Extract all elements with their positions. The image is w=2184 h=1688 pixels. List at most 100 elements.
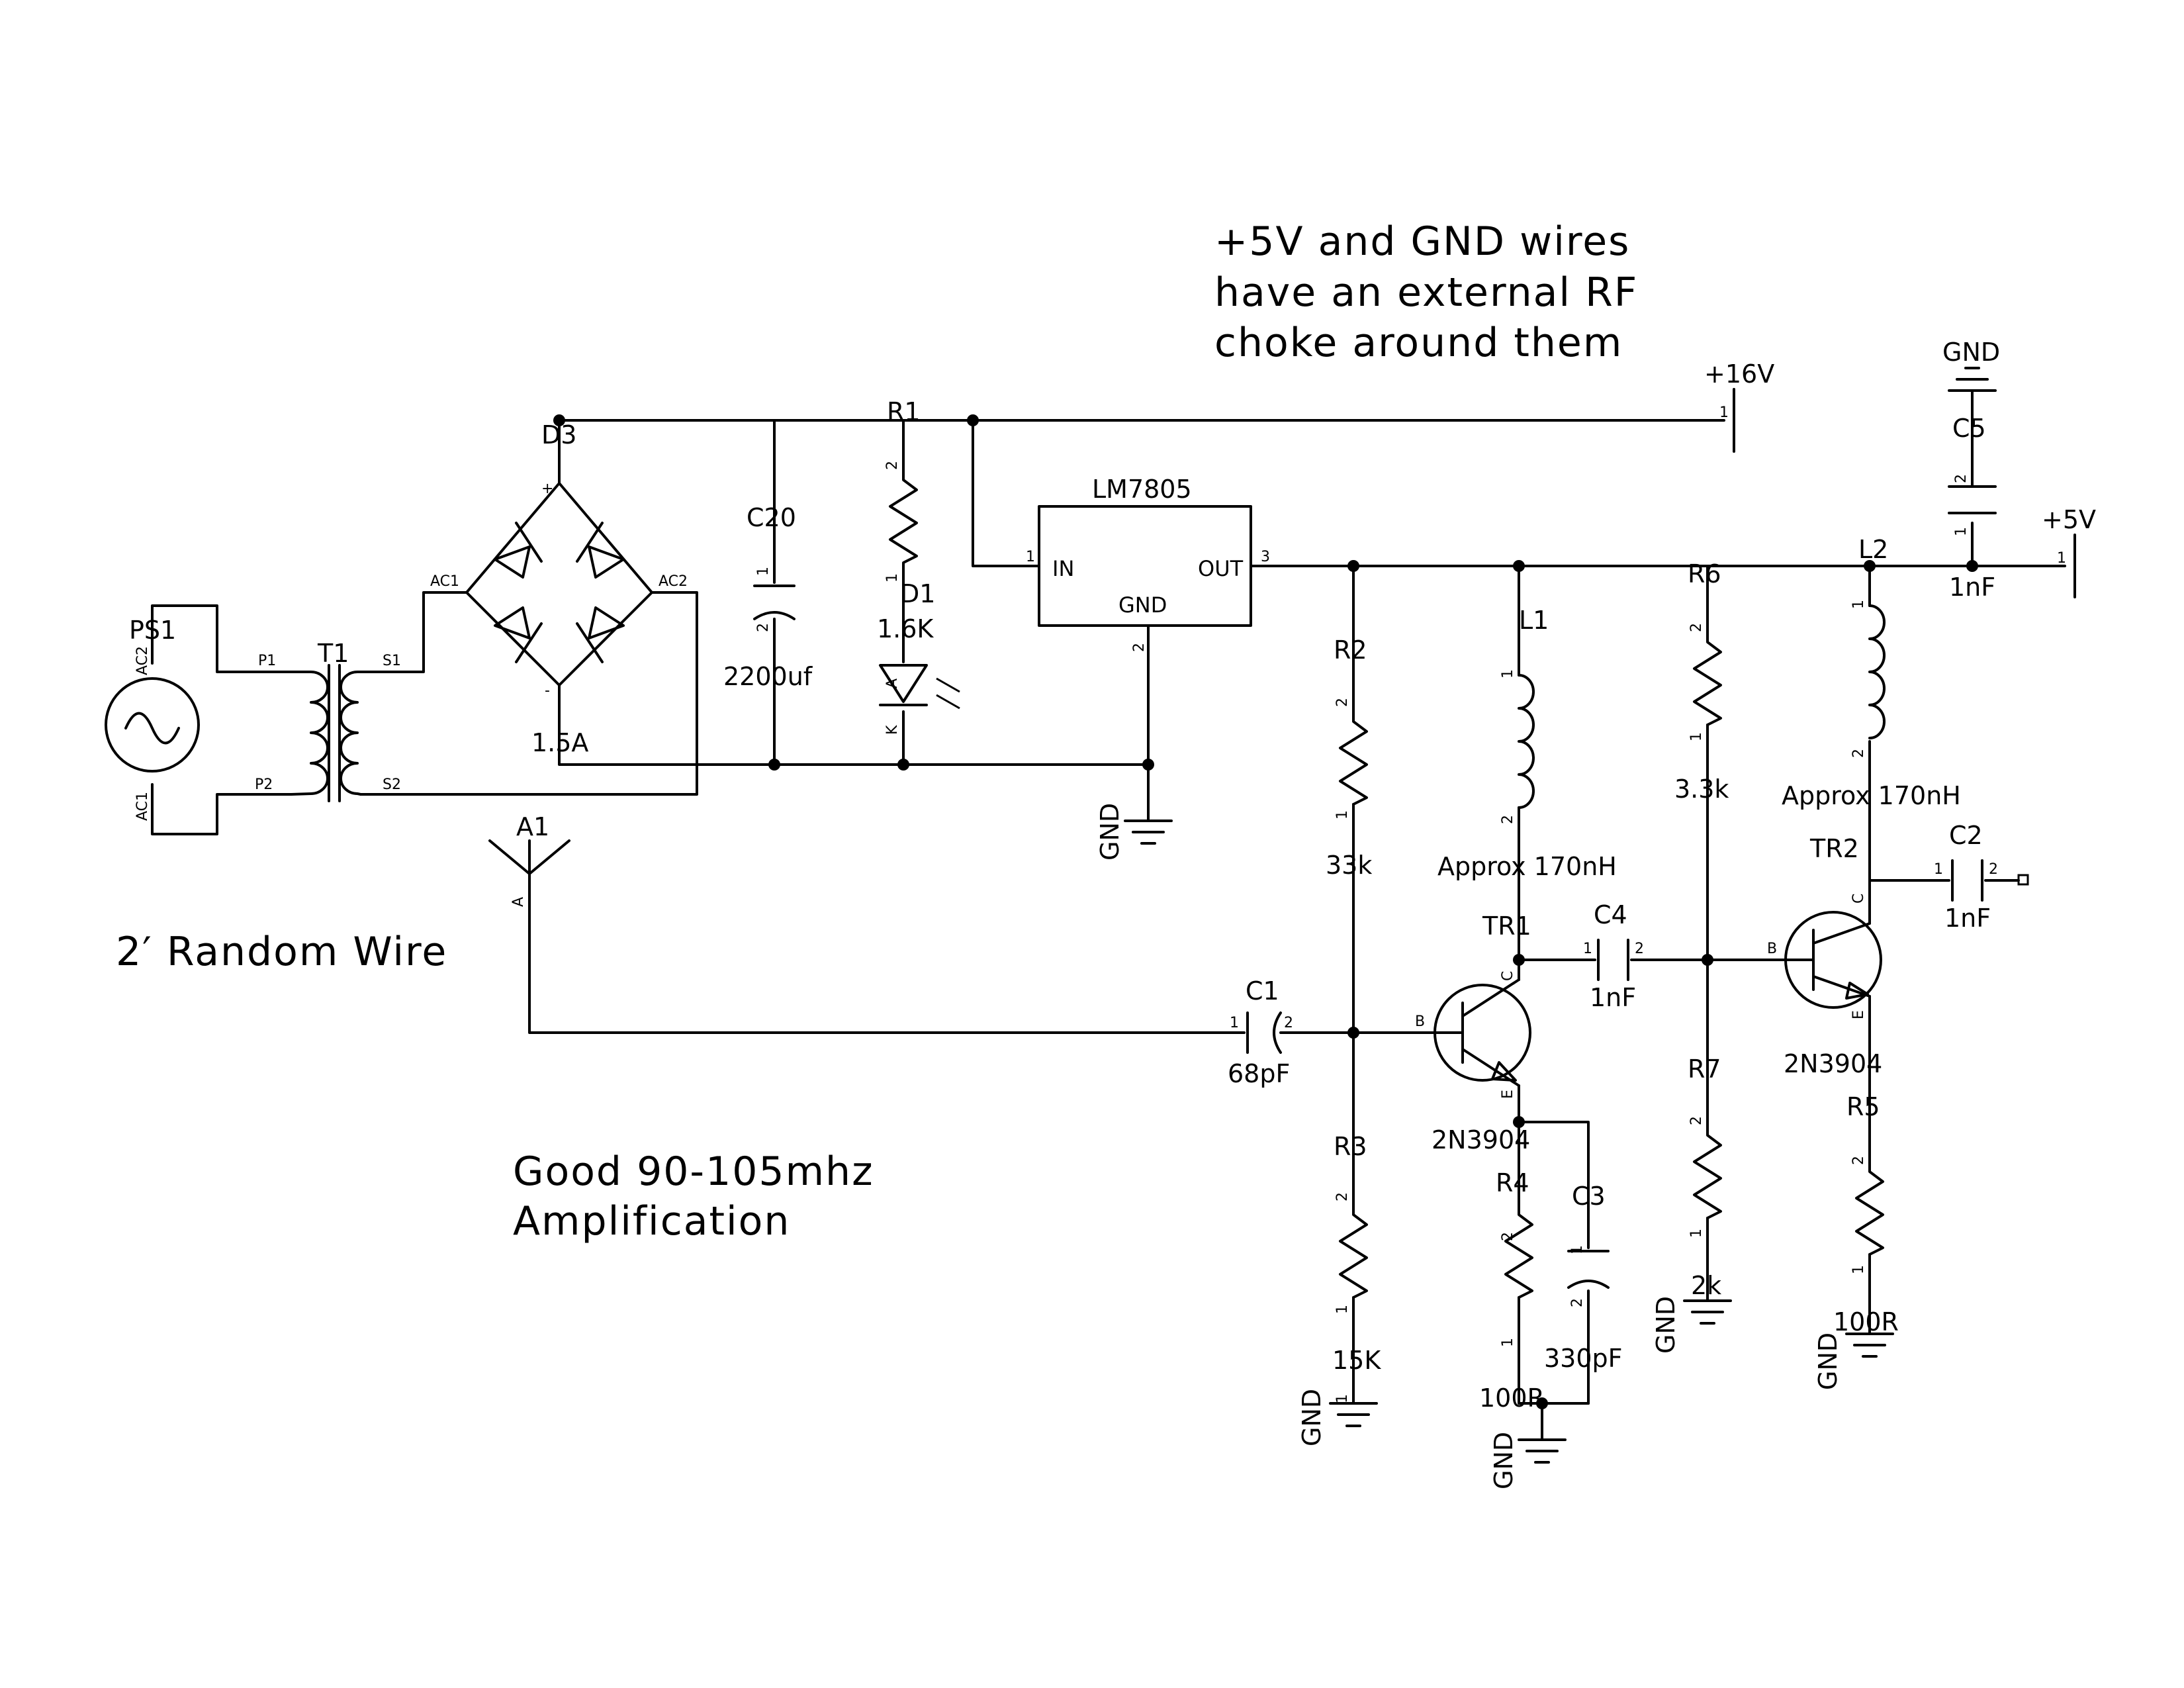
c3-pin-1: 1 — [1569, 1245, 1586, 1254]
c20-ref: C20 — [747, 503, 796, 532]
lm7805-pin-num-2: 2 — [1131, 643, 1148, 652]
l2-ref: L2 — [1858, 535, 1888, 564]
frequency-note-line-2: Amplification — [513, 1198, 790, 1244]
c4-value: 1nF — [1590, 983, 1636, 1012]
c5-pin-2: 2 — [1953, 474, 1970, 483]
rf-choke-note-line-2: have an external RF — [1214, 269, 1638, 316]
transistor-tr2: TR2 2N3904 B C E — [1767, 834, 1882, 1078]
r4-value: 100R — [1479, 1383, 1545, 1413]
d1-pin-a: A — [884, 679, 901, 688]
d3-pin-ac2: AC2 — [659, 573, 688, 590]
lm7805-pin-num-3: 3 — [1261, 549, 1270, 565]
c3-pin-2: 2 — [1569, 1298, 1586, 1307]
bridge-rectifier-d3: D3 1.5A AC1 AC2 + - — [430, 420, 688, 757]
ground-symbols: GND GND 1 GND GND GND GND — [1095, 338, 2000, 1489]
r3-gnd-pin-1: 1 — [1334, 1394, 1351, 1403]
r2-pin-2: 2 — [1334, 698, 1351, 707]
c5-value: 1nF — [1949, 573, 1995, 602]
random-wire-note: 2′ Random Wire — [116, 929, 447, 975]
r7-ref: R7 — [1688, 1055, 1721, 1084]
r1-pin-2: 2 — [884, 461, 901, 470]
capacitor-c20: C20 2200uf 1 2 — [723, 503, 813, 691]
l2-pin-1: 1 — [1850, 600, 1867, 609]
r5-value: 100R — [1833, 1307, 1899, 1336]
c1-pin-1: 1 — [1230, 1015, 1239, 1031]
tr2-pin-b: B — [1767, 941, 1777, 957]
r5-pin-1: 1 — [1850, 1265, 1867, 1274]
inductor-l2: L2 Approx 170nH 1 2 — [1782, 535, 1961, 810]
lm7805-pin-in: IN — [1052, 556, 1074, 581]
c4-pin-1: 1 — [1583, 941, 1592, 957]
c20-pin-1: 1 — [755, 567, 772, 576]
tr1-pin-e: E — [1500, 1090, 1516, 1099]
r3-pin-2: 2 — [1334, 1192, 1351, 1201]
c20-value: 2200uf — [723, 662, 813, 691]
d3-pin-plus: + — [541, 481, 553, 497]
ac-source-ps1: PS1 AC2 AC1 — [105, 616, 200, 821]
r1-ref: R1 — [887, 397, 921, 426]
d1-ref: D1 — [900, 579, 935, 608]
capacitor-c3: C3 330pF 1 2 — [1544, 1182, 1623, 1373]
tr1-pin-c: C — [1500, 971, 1516, 981]
t1-pin-s1: S1 — [383, 653, 401, 669]
capacitor-c1: C1 68pF 1 2 — [1228, 976, 1293, 1088]
regulator-lm7805: LM7805 IN OUT GND 1 3 2 — [1026, 475, 1270, 652]
capacitor-c2: C2 1nF 1 2 — [1934, 821, 2029, 933]
resistor-r2: R2 33k 2 1 — [1326, 635, 1372, 880]
capacitor-c5: C5 1nF 2 1 — [1948, 414, 1997, 602]
r6-pin-1: 1 — [1688, 732, 1705, 741]
l2-pin-2: 2 — [1850, 749, 1867, 758]
rail-label-16v: +16V — [1704, 359, 1774, 389]
r6-pin-2: 2 — [1688, 623, 1705, 632]
c5-pin-1: 1 — [1953, 527, 1970, 536]
lm7805-pin-num-1: 1 — [1026, 549, 1035, 565]
r3-pin-1: 1 — [1334, 1305, 1351, 1314]
a1-pin: A — [510, 897, 527, 907]
t1-pin-s2: S2 — [383, 776, 401, 793]
resistor-r7: R7 2k 2 1 — [1688, 1055, 1722, 1300]
c3-value: 330pF — [1544, 1344, 1623, 1373]
c1-value: 68pF — [1228, 1059, 1290, 1088]
tr2-value: 2N3904 — [1784, 1049, 1882, 1078]
r3-value: 15K — [1332, 1346, 1381, 1375]
c4-ref: C4 — [1594, 900, 1627, 929]
gnd-label-c5: GND — [1942, 338, 2000, 367]
resistor-r6: R6 3.3k 2 1 — [1674, 559, 1729, 804]
d1-pin-k: K — [884, 725, 901, 735]
r6-ref: R6 — [1688, 559, 1721, 588]
ps1-ref: PS1 — [129, 616, 176, 645]
tr1-pin-b: B — [1415, 1013, 1425, 1030]
c1-pin-2: 2 — [1284, 1015, 1293, 1031]
r2-pin-1: 1 — [1334, 810, 1351, 820]
l1-value: Approx 170nH — [1437, 852, 1617, 881]
r7-pin-1: 1 — [1688, 1229, 1705, 1238]
r1-value: 1.6K — [877, 614, 934, 643]
r6-value: 3.3k — [1674, 774, 1729, 804]
gnd-label-r3: GND — [1297, 1389, 1326, 1446]
c2-value: 1nF — [1944, 904, 1991, 933]
rail-label-5v: +5V — [2042, 505, 2096, 534]
rail-5v-pin: 1 — [2057, 550, 2066, 567]
l1-ref: L1 — [1519, 606, 1549, 635]
c3-ref: C3 — [1572, 1182, 1606, 1211]
tr1-ref: TR1 — [1482, 912, 1531, 941]
r2-ref: R2 — [1334, 635, 1367, 665]
a1-ref: A1 — [516, 812, 549, 841]
d3-value: 1.5A — [531, 728, 588, 757]
tr1-value: 2N3904 — [1432, 1125, 1530, 1154]
r1-pin-1: 1 — [884, 573, 901, 583]
antenna-a1: A1 A — [488, 812, 570, 907]
c1-ref: C1 — [1246, 976, 1279, 1006]
transformer-t1: T1 P1 P2 S1 S2 — [255, 639, 401, 802]
d3-ref: D3 — [541, 420, 576, 449]
l1-pin-1: 1 — [1500, 669, 1516, 679]
l2-value: Approx 170nH — [1782, 781, 1961, 810]
capacitor-c4: C4 1nF 1 2 — [1583, 900, 1644, 1012]
led-d1: D1 A K — [879, 579, 960, 735]
rf-choke-note-line-1: +5V and GND wires — [1214, 218, 1630, 265]
gnd-label-r4: GND — [1489, 1432, 1518, 1489]
c4-pin-2: 2 — [1635, 941, 1644, 957]
r4-pin-1: 1 — [1500, 1338, 1516, 1347]
t1-ref: T1 — [317, 639, 349, 668]
